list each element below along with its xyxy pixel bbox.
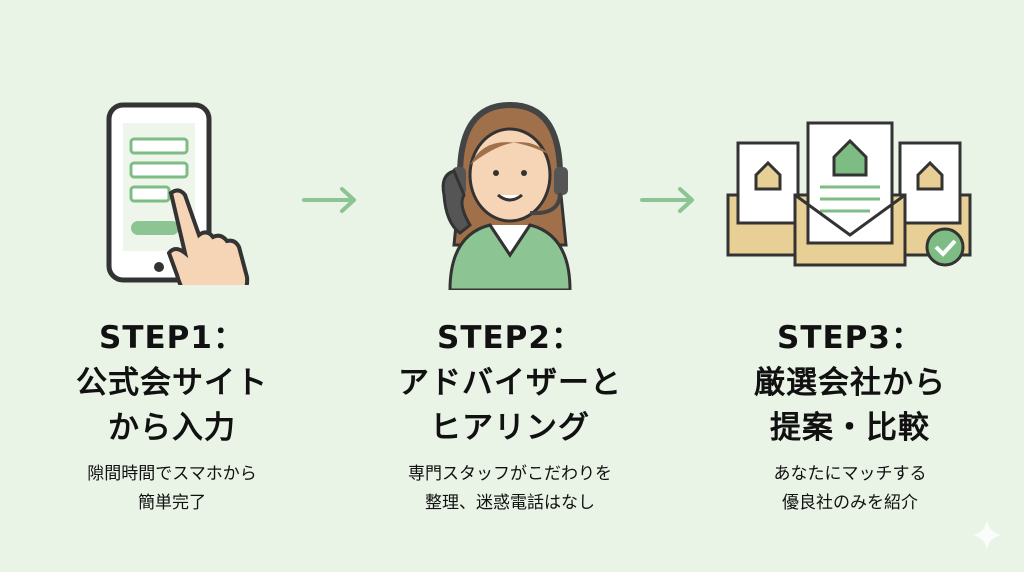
step-label: STEP3： <box>777 320 923 356</box>
step-label: STEP1： <box>99 320 245 356</box>
description-line: 優良社のみを紹介 <box>782 493 918 513</box>
advisor-headset-icon <box>441 101 572 290</box>
description-line: 専門スタッフがこだわりを <box>408 464 612 484</box>
smartphone-tap-icon <box>106 102 250 285</box>
step-title-line: ヒアリング <box>430 410 590 446</box>
description-line: 簡単完了 <box>138 493 206 513</box>
description-line: あなたにマッチする <box>773 464 927 484</box>
step-1-title: STEP1： 公式会サイト から入力 <box>22 316 322 451</box>
step-title-line: 提案・比較 <box>770 410 930 446</box>
description-line: 隙間時間でスマホから <box>87 464 257 484</box>
step-title-line: から入力 <box>108 410 236 446</box>
step-1-description: 隙間時間でスマホから 簡単完了 <box>22 460 322 518</box>
proposal-envelopes-icon <box>726 121 972 267</box>
description-line: 整理、迷惑電話はなし <box>425 493 595 513</box>
step-title-line: アドバイザーと <box>398 365 622 401</box>
step-3-title: STEP3： 厳選会社から 提案・比較 <box>700 316 1000 451</box>
step-2-description: 専門スタッフがこだわりを 整理、迷惑電話はなし <box>360 460 660 518</box>
arrow-right-icon <box>302 187 356 213</box>
arrow-right-icon <box>640 187 694 213</box>
step-title-line: 公式会サイト <box>76 365 268 401</box>
step-3-description: あなたにマッチする 優良社のみを紹介 <box>700 460 1000 518</box>
sparkle-icon <box>972 520 1002 550</box>
step-title-line: 厳選会社から <box>754 365 946 401</box>
step-2-title: STEP2： アドバイザーと ヒアリング <box>360 316 660 451</box>
step-label: STEP2： <box>437 320 583 356</box>
